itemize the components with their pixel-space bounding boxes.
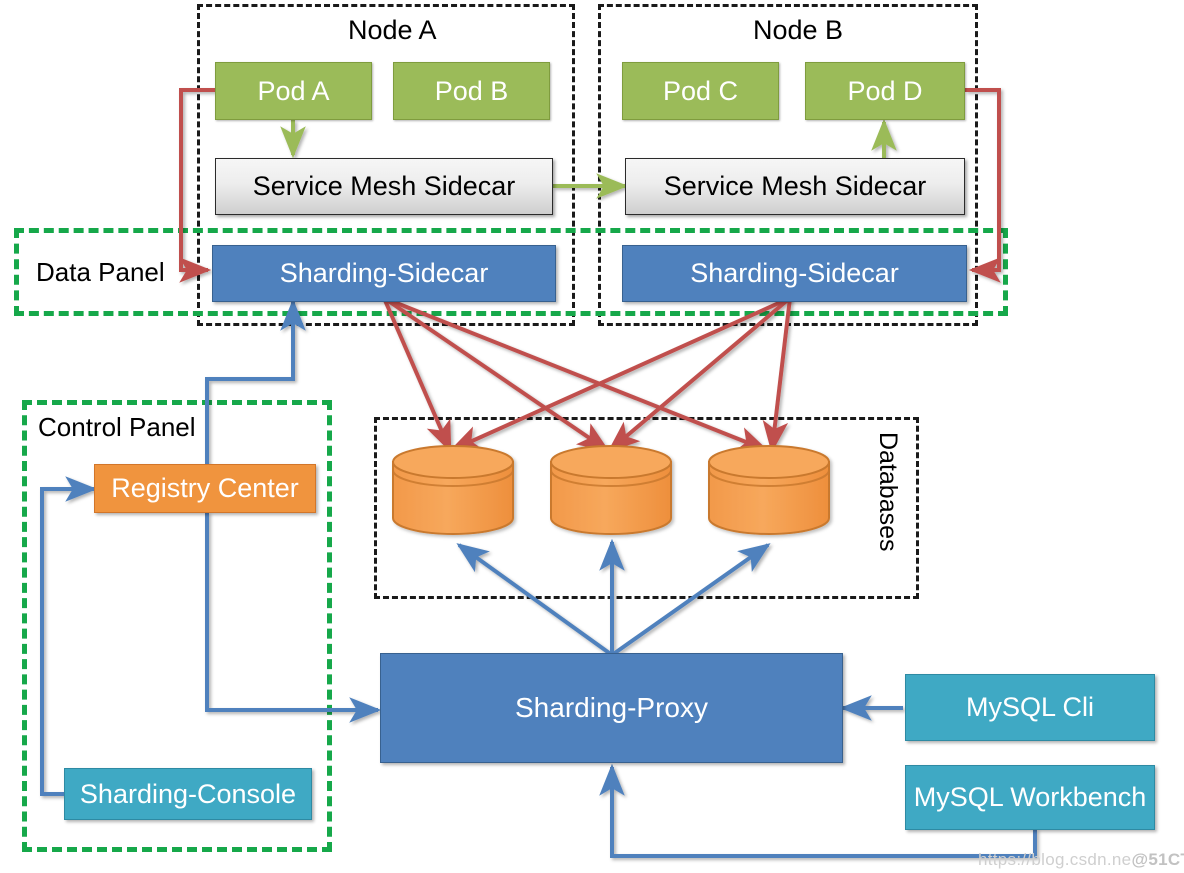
node-b-label: Node B: [753, 15, 844, 45]
sharding-console-box[interactable]: Sharding-Console: [64, 768, 312, 820]
pod-d-box[interactable]: Pod D: [805, 62, 965, 120]
watermark-url: https://blog.csdn.ne: [978, 850, 1132, 869]
pod-b-label: Pod B: [434, 75, 509, 106]
mysql-workbench-box[interactable]: MySQL Workbench: [905, 765, 1155, 830]
registry-center-label: Registry Center: [111, 473, 299, 504]
node-a-service-mesh-sidecar-box[interactable]: Service Mesh Sidecar: [215, 158, 553, 215]
watermark: https://blog.csdn.ne@51CTO博客: [978, 845, 1184, 870]
control-panel-label: Control Panel: [38, 412, 196, 442]
pod-d-label: Pod D: [847, 75, 923, 106]
node-b-sharding-sidecar-label: Sharding-Sidecar: [690, 258, 899, 289]
pod-a-label: Pod A: [257, 75, 330, 106]
node-b-service-mesh-sidecar-label: Service Mesh Sidecar: [663, 171, 927, 202]
node-a-service-mesh-sidecar-label: Service Mesh Sidecar: [252, 171, 516, 202]
pod-a-box[interactable]: Pod A: [215, 62, 372, 120]
sharding-console-label: Sharding-Console: [79, 778, 297, 809]
watermark-brand: @51CTO博客: [1131, 850, 1184, 869]
mysql-cli-label: MySQL Cli: [965, 692, 1094, 723]
databases-boundary: [374, 417, 919, 599]
node-a-sharding-sidecar-box[interactable]: Sharding-Sidecar: [212, 245, 556, 302]
sharding-proxy-label: Sharding-Proxy: [515, 692, 708, 724]
registry-center-box[interactable]: Registry Center: [94, 464, 316, 513]
node-b-sharding-sidecar-box[interactable]: Sharding-Sidecar: [622, 245, 967, 302]
node-a-sharding-sidecar-label: Sharding-Sidecar: [279, 258, 489, 289]
mysql-cli-box[interactable]: MySQL Cli: [905, 674, 1155, 741]
data-panel-label: Data Panel: [36, 257, 165, 287]
pod-b-box[interactable]: Pod B: [393, 62, 550, 120]
pod-c-box[interactable]: Pod C: [622, 62, 779, 120]
pod-c-label: Pod C: [662, 75, 739, 106]
node-b-service-mesh-sidecar-box[interactable]: Service Mesh Sidecar: [625, 158, 965, 215]
sharding-proxy-box[interactable]: Sharding-Proxy: [380, 653, 843, 763]
databases-group-label: Databases: [874, 432, 902, 552]
node-a-label: Node A: [348, 15, 437, 45]
mysql-workbench-label: MySQL Workbench: [913, 782, 1147, 813]
